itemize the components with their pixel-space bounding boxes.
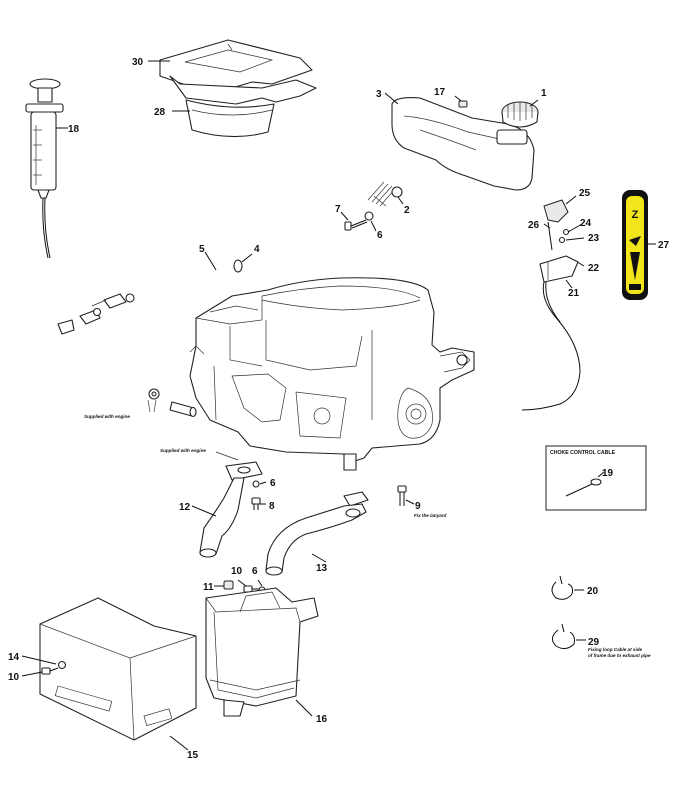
callout-15: 15 (187, 750, 199, 761)
part-6-washer-pipe (252, 480, 267, 488)
throttle-cable (521, 281, 581, 411)
callout-9: 9 (415, 501, 421, 512)
callout-1: 1 (541, 88, 547, 99)
callout-26: 26 (528, 220, 540, 231)
callout-12: 12 (179, 502, 191, 513)
part-18-oil-syringe (25, 78, 68, 259)
part-1-fuel-cap (501, 99, 539, 128)
part-12-exhaust-pipe (191, 461, 263, 558)
fuel-filter-fittings (57, 293, 135, 335)
callout-3: 3 (376, 89, 382, 100)
part-15-heat-shield (39, 597, 197, 751)
part-6-washer-upper (364, 211, 377, 232)
part-4-hose-clamp (233, 253, 253, 273)
note-supplied-with-engine-1: Supplied with engine (84, 414, 130, 419)
part-13-exhaust-pipe (265, 491, 369, 576)
part-8-bolt (251, 497, 266, 510)
part-21-bracket (539, 255, 579, 289)
callout-6-upper: 6 (377, 230, 383, 241)
note-fixing-loop-line2: of frame due to exhaust pipe (588, 653, 651, 658)
callout-10-lower: 10 (8, 672, 20, 683)
callout-27: 27 (658, 240, 670, 251)
part-25-throttle-lever (543, 195, 577, 223)
part-14-washer (21, 655, 67, 670)
choke-box-title: CHOKE CONTROL CABLE (550, 450, 616, 456)
callout-18: 18 (68, 124, 80, 135)
part-11-nut (214, 580, 234, 590)
part-27-throttle-decal: Z (622, 190, 656, 300)
callout-6-muffler: 6 (252, 566, 258, 577)
callout-5: 5 (199, 244, 205, 255)
choke-control-cable-box: CHOKE CONTROL CABLE (545, 445, 647, 511)
note-fixing-loop-line1: Fixing loop Cable at side (588, 647, 643, 652)
callout-29: 29 (588, 637, 600, 648)
spring-clip-upper (367, 181, 397, 207)
callout-4: 4 (254, 244, 260, 255)
callout-23: 23 (588, 233, 600, 244)
callout-8: 8 (269, 501, 275, 512)
callout-14: 14 (8, 652, 20, 663)
note-supplied-with-engine-2: Supplied with engine (160, 448, 206, 453)
callout-19: 19 (602, 468, 614, 479)
callout-6-pipe: 6 (270, 478, 276, 489)
callout-2: 2 (404, 205, 410, 216)
part-5-fuel-hose (133, 251, 237, 302)
engine-supplied-fittings (147, 388, 197, 418)
parts-24-23-22-hardware (558, 223, 585, 267)
svg-text:Z: Z (632, 209, 639, 221)
callout-28: 28 (154, 107, 166, 118)
part-2-grommet (391, 186, 404, 205)
part-9-screw (397, 485, 415, 506)
callout-30: 30 (132, 57, 144, 68)
callout-22: 22 (588, 263, 600, 274)
part-16-muffler (205, 587, 319, 717)
callout-17: 17 (434, 87, 446, 98)
callout-21: 21 (568, 288, 580, 299)
part-17-vent-fitting (454, 95, 468, 108)
callout-11: 11 (203, 582, 214, 593)
leader-supplied-2 (215, 451, 239, 461)
part-26-bolt (543, 221, 553, 251)
part-29-cable-loop (552, 623, 586, 650)
callout-20: 20 (587, 586, 599, 597)
part-28-tray (169, 75, 317, 138)
callout-13: 13 (316, 563, 328, 574)
part-10-bolt-upper (237, 579, 262, 593)
part-3-fuel-tank (384, 92, 535, 191)
callout-10-upper: 10 (231, 566, 243, 577)
callout-24: 24 (580, 218, 592, 229)
part-20-cable-loop (551, 575, 584, 600)
callout-16: 16 (316, 714, 328, 725)
part-7-screw (340, 211, 368, 231)
note-fix-the-lanyard: Fix the lanyard (414, 513, 447, 518)
part-10-bolt-lower (21, 667, 59, 677)
callout-7: 7 (335, 204, 341, 215)
engine-assembly (189, 277, 475, 471)
callout-25: 25 (579, 188, 591, 199)
